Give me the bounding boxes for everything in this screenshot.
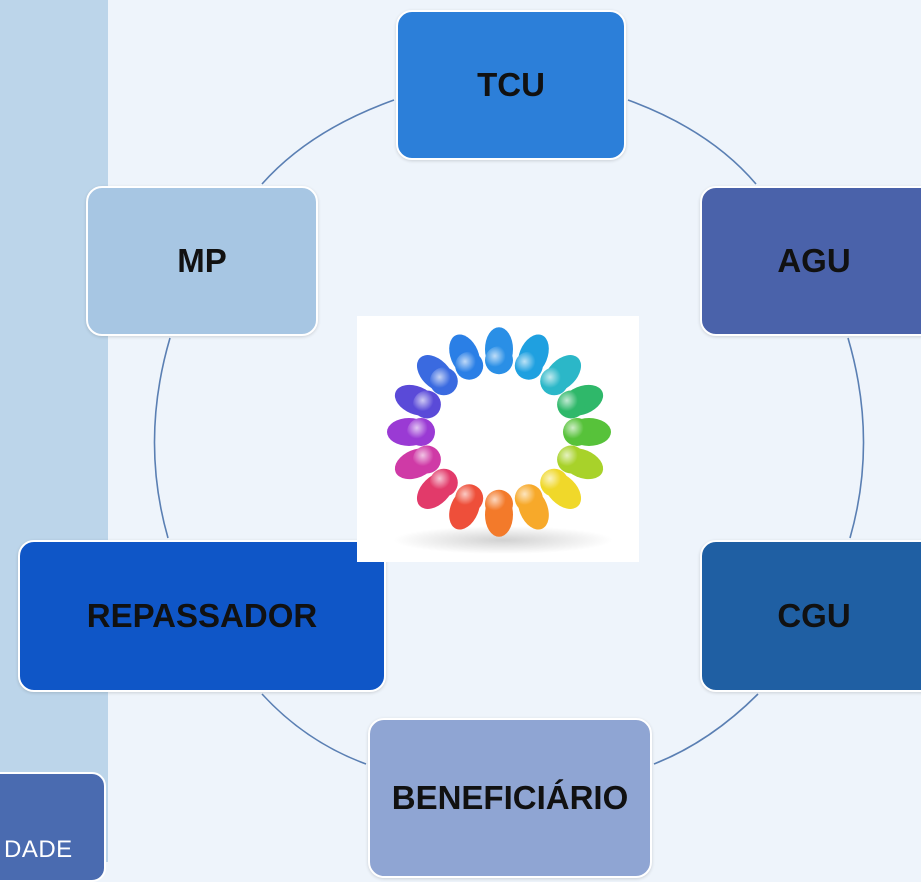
node-agu[interactable]: AGU: [700, 186, 921, 336]
node-tcu-label: TCU: [477, 66, 545, 104]
left-strip: [0, 0, 108, 862]
connector-benef-repass: [261, 693, 367, 765]
connector-repass-mp: [153, 337, 171, 539]
connector-agu-cgu: [847, 337, 865, 539]
connector-mp-tcu: [261, 99, 395, 185]
connector-cgu-benef: [653, 693, 759, 765]
node-mp[interactable]: MP: [86, 186, 318, 336]
node-mp-label: MP: [177, 242, 227, 280]
connector-tcu-agu: [627, 99, 757, 185]
node-beneficiario[interactable]: BENEFICIÁRIO: [368, 718, 652, 878]
node-cgu[interactable]: CGU: [700, 540, 921, 692]
corner-tab-label: DADE: [4, 836, 73, 863]
node-tcu[interactable]: TCU: [396, 10, 626, 160]
node-repassador[interactable]: REPASSADOR: [18, 540, 386, 692]
node-beneficiario-label: BENEFICIÁRIO: [391, 779, 629, 817]
cycle-connectors: [153, 99, 865, 765]
corner-tab[interactable]: DADE: [0, 772, 106, 882]
node-agu-label: AGU: [777, 242, 851, 280]
node-cgu-label: CGU: [777, 597, 851, 635]
node-repassador-label: REPASSADOR: [86, 597, 318, 635]
people-circle-icon: [357, 316, 639, 562]
